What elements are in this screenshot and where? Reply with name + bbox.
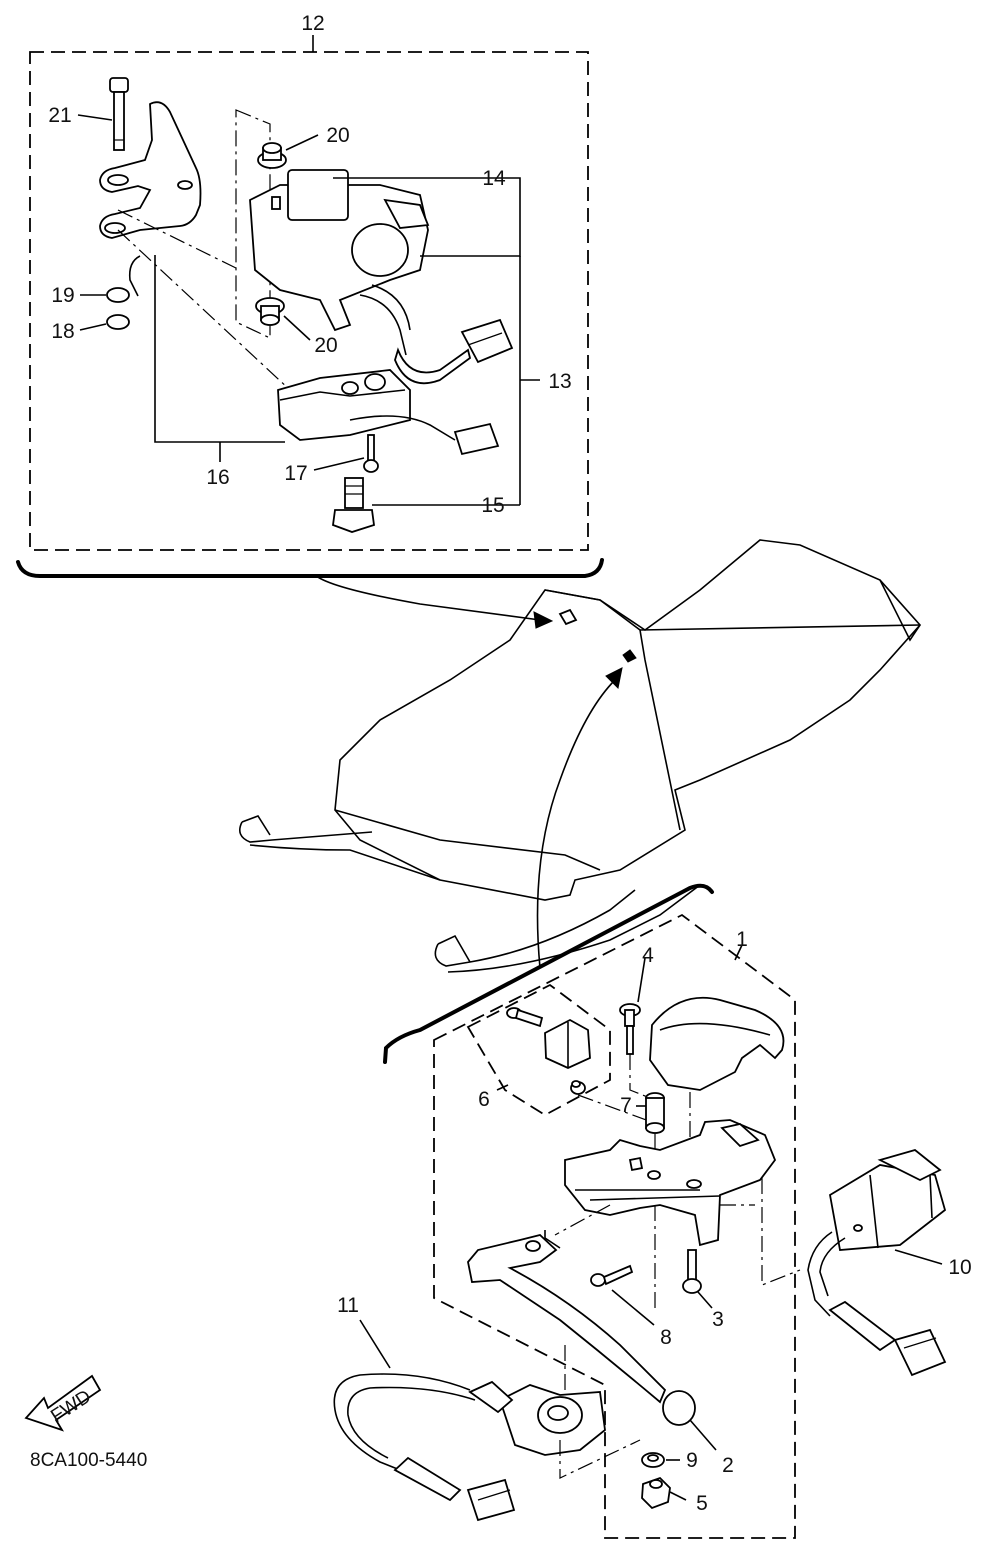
callout-2: 2 xyxy=(722,1454,734,1477)
bolt-3 xyxy=(682,1249,702,1294)
leader-10 xyxy=(894,1249,943,1265)
callout-9: 9 xyxy=(686,1449,698,1472)
brake-lever-2 xyxy=(467,1230,696,1426)
callout-8: 8 xyxy=(660,1326,672,1349)
leader-17 xyxy=(313,457,365,471)
bolt-21 xyxy=(109,77,129,151)
group-1-bracket xyxy=(383,883,714,1064)
callout-16: 16 xyxy=(206,466,229,489)
callout-3: 3 xyxy=(712,1308,724,1331)
callout-15: 15 xyxy=(481,494,504,517)
leader-1 xyxy=(734,944,743,961)
nut-5 xyxy=(641,1476,671,1510)
callout-20-bottom: 20 xyxy=(314,334,337,357)
screw-8 xyxy=(590,1264,634,1287)
assembly-line xyxy=(117,209,241,271)
group-6-frame xyxy=(466,983,611,1117)
group-12-bracket xyxy=(16,558,604,578)
leader-14-13-bracket xyxy=(333,177,521,257)
leader-16-bracket xyxy=(154,255,285,443)
group-12-frame xyxy=(29,51,589,551)
leader-5 xyxy=(669,1491,687,1501)
case-16 xyxy=(277,369,500,456)
callout-20-top: 20 xyxy=(326,124,349,147)
lock-washer-18 xyxy=(106,314,130,330)
leader-8 xyxy=(611,1289,655,1326)
callout-5: 5 xyxy=(696,1492,708,1515)
washer-9 xyxy=(641,1452,665,1468)
mount-bracket xyxy=(99,101,202,297)
pointer-arrow-12 xyxy=(314,574,541,621)
leader-2 xyxy=(689,1419,717,1451)
switch-10 xyxy=(807,1149,947,1377)
leader-20a xyxy=(285,134,319,151)
drawing-code: 8CA100-5440 xyxy=(30,1450,147,1471)
assembly-line xyxy=(559,1439,641,1479)
callout-10: 10 xyxy=(948,1256,971,1279)
callout-1: 1 xyxy=(736,928,748,951)
assembly-line xyxy=(761,1178,801,1286)
pin-7 xyxy=(645,1092,665,1134)
callout-17: 17 xyxy=(284,462,307,485)
screw-17 xyxy=(363,434,379,473)
snowmobile-silhouette xyxy=(239,539,922,973)
switch-unit-14 xyxy=(249,169,514,385)
callout-4: 4 xyxy=(642,944,654,967)
grommet-20-bottom xyxy=(255,297,285,326)
screw-group-6 xyxy=(506,1007,544,1028)
washer-19 xyxy=(106,287,130,303)
leader-4 xyxy=(637,957,646,1003)
callout-6: 6 xyxy=(478,1088,490,1111)
leader-6 xyxy=(496,1084,509,1091)
callout-7: 7 xyxy=(620,1094,632,1117)
bolt-15 xyxy=(332,477,375,533)
bolt-4 xyxy=(619,1003,641,1055)
arrowhead xyxy=(605,667,623,690)
switch-knob xyxy=(544,1018,591,1069)
callout-21: 21 xyxy=(48,104,71,127)
leader-3 xyxy=(697,1291,713,1309)
lever-cover xyxy=(649,996,785,1091)
pointer-arrow-1 xyxy=(536,679,616,969)
callout-11: 11 xyxy=(337,1294,359,1317)
lever-holder xyxy=(564,1119,777,1247)
fwd-arrow-icon: FWD xyxy=(24,1374,102,1432)
switch-11 xyxy=(333,1373,606,1522)
callout-13: 13 xyxy=(548,370,571,393)
assembly-line xyxy=(117,229,291,391)
leader-21 xyxy=(77,114,113,121)
group-1-frame xyxy=(433,913,796,1539)
assembly-line xyxy=(629,1054,656,1101)
spring xyxy=(570,1080,586,1095)
callout-18: 18 xyxy=(51,320,74,343)
callout-12: 12 xyxy=(301,12,324,35)
leader-20b xyxy=(283,315,311,341)
arrowhead xyxy=(533,611,554,629)
leader-18 xyxy=(79,323,107,331)
callout-19: 19 xyxy=(51,284,74,307)
leader-11 xyxy=(359,1319,391,1369)
grommet-bracket-outline xyxy=(235,109,271,339)
assembly-line xyxy=(554,1204,611,1236)
grommet-20-top xyxy=(257,142,287,169)
callout-14: 14 xyxy=(482,167,506,190)
